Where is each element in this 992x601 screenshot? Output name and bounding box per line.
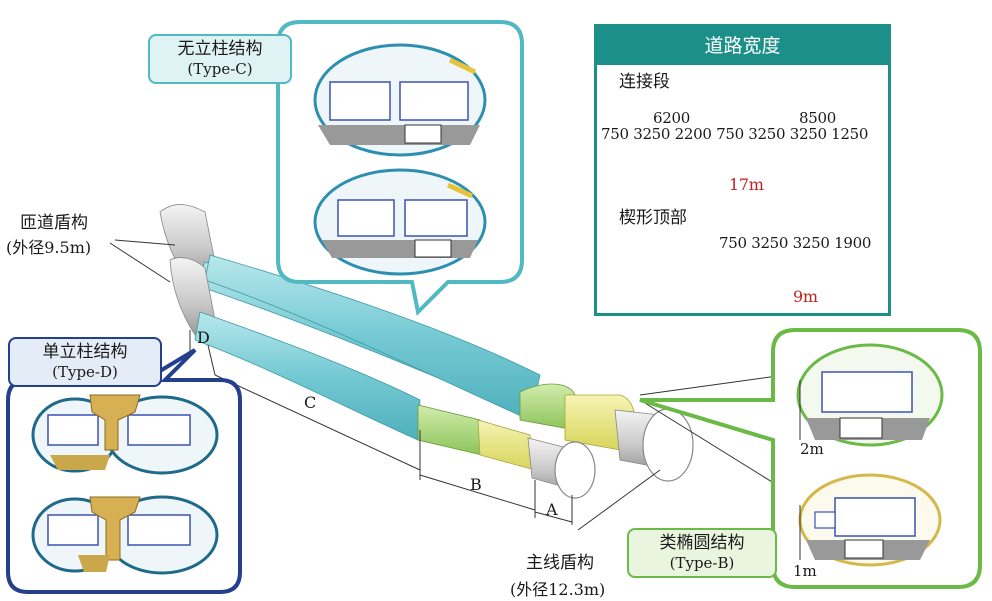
type-b-label: 类椭圆结构 (Type-B) [627,528,777,578]
section2-total: 9m [793,287,818,306]
type-c-title: 无立柱结构 [177,39,263,59]
type-c-label: 无立柱结构 (Type-C) [148,34,292,84]
type-c-section-upper [313,43,487,157]
type-b-section-lower [798,473,942,567]
type-d-callout [6,348,242,594]
type-b-code: (Type-B) [669,554,735,573]
section2-dims: 750 3250 3250 1900 [719,234,872,252]
ramp-tunnel-opening [554,441,596,499]
segment-d-label: D [197,328,210,347]
main-tunnel-upper [204,254,694,482]
type-c-callout [276,20,524,317]
type-d-code: (Type-D) [52,363,118,382]
section-wedge-label: 楔形顶部 [619,208,687,228]
main-shield-diameter: (外径12.3m) [510,580,606,599]
section1-top-a: 6200 [653,109,690,127]
type-b-callout [639,328,982,589]
type-c-code: (Type-C) [187,60,253,79]
type-d-section-upper [31,394,219,475]
main-shield-label: 主线盾构 [526,553,594,573]
section-connection-label: 连接段 [619,72,670,92]
segment-c-label: C [304,393,317,412]
segment-a-label: A [546,500,558,519]
road-width-panel: 道路宽度 连接段 6200 8500 750 3250 2200 750 325… [594,24,891,316]
type-d-label: 单立柱结构 (Type-D) [8,337,162,387]
clearance-2m-label: 2m [800,440,824,458]
road-width-title: 道路宽度 [597,27,888,65]
type-d-title: 单立柱结构 [42,342,128,362]
ramp-tunnel-lower [169,257,596,499]
main-tunnel-opening [642,408,694,482]
type-c-section-lower [313,168,487,276]
section1-dims: 750 3250 2200 750 3250 3250 1250 [601,125,869,143]
section1-top-b: 8500 [799,109,836,127]
type-b-section-upper [796,343,944,447]
ramp-shield-diameter: (外径9.5m) [6,238,92,257]
segment-dimension-lines [109,239,786,531]
clearance-1m-label: 1m [793,562,817,580]
ramp-shield-label: 匝道盾构 [20,213,88,233]
type-d-section-lower [31,495,219,575]
section1-total: 17m [729,175,764,194]
type-b-title: 类椭圆结构 [659,533,745,553]
segment-b-label: B [470,475,482,494]
